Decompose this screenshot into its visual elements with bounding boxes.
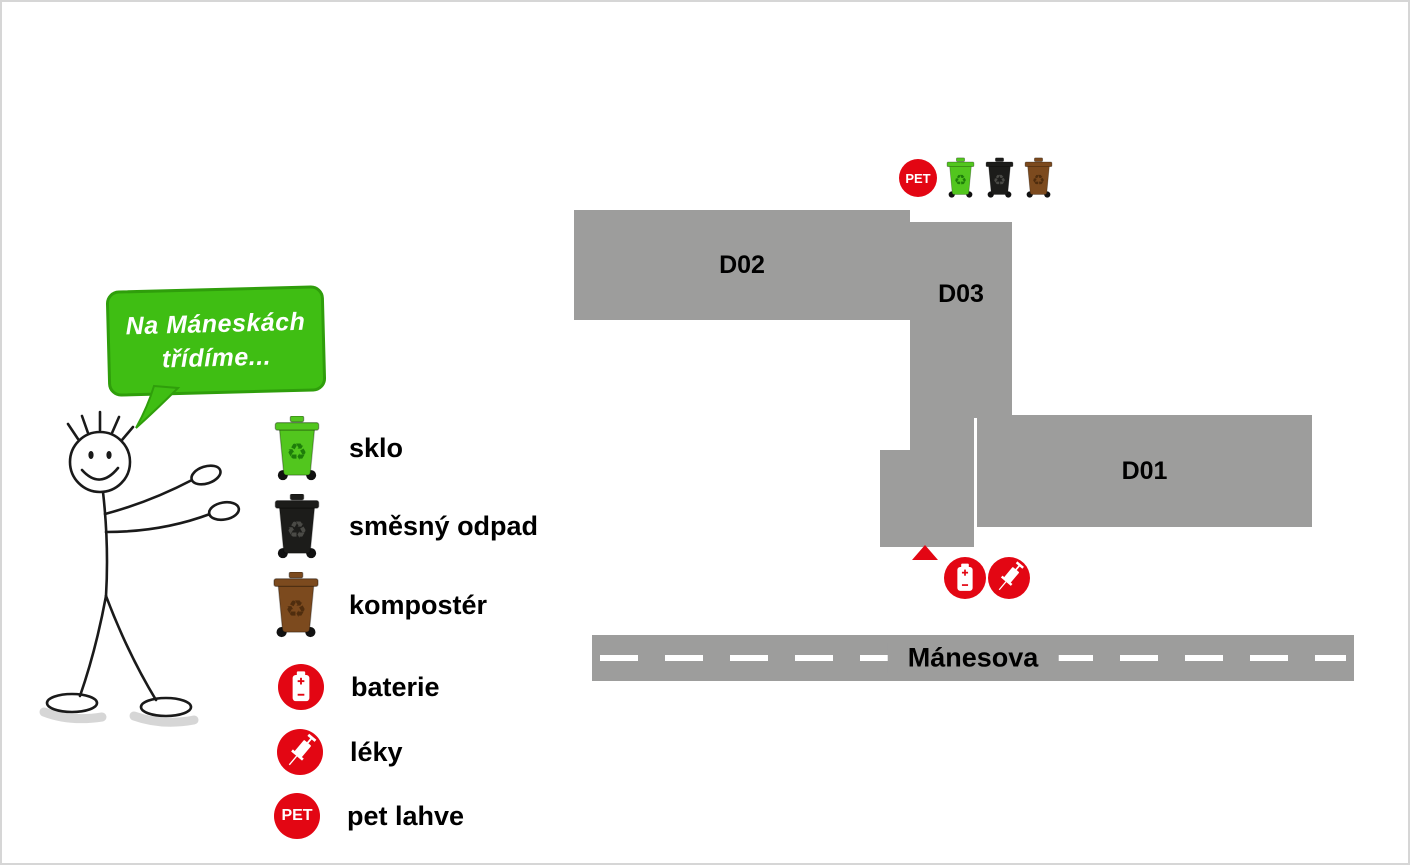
legend-item-komposter: kompostér: [270, 572, 487, 638]
building-d03-label: D03: [938, 280, 984, 308]
sorting-point-icons: PET: [899, 156, 1054, 200]
legend-item-sklo: sklo: [272, 416, 403, 481]
speech-bubble-line2: třídíme...: [161, 342, 272, 374]
stick-figure: [39, 410, 241, 727]
building-d02: D02: [574, 210, 910, 320]
battery-icon: [278, 664, 324, 710]
entrance-marker-triangle: [912, 545, 938, 560]
legend-label: pet lahve: [347, 800, 465, 831]
street-manesova: Mánesova: [592, 635, 1354, 681]
building-d03-wing: [880, 450, 974, 547]
speech-bubble-tail: [135, 384, 181, 429]
black-bin-icon: [272, 494, 322, 559]
legend-item-pet-lahve: PET pet lahve: [274, 793, 464, 839]
building-d01: D01: [977, 415, 1312, 527]
pet-icon: PET: [274, 793, 320, 839]
street-label: Mánesova: [887, 642, 1059, 674]
brown-bin-icon: [270, 572, 322, 638]
speech-bubble: Na Máneskách třídíme...: [105, 285, 327, 397]
speech-bubble-line1: Na Máneskách: [125, 307, 306, 341]
legend-label: směsný odpad: [349, 511, 539, 541]
legend-label: léky: [350, 736, 403, 767]
green-bin-icon: [945, 156, 976, 200]
pet-icon: PET: [899, 159, 937, 197]
syringe-icon: [988, 557, 1030, 599]
brown-bin-icon: [1023, 156, 1054, 200]
legend-item-baterie: baterie: [278, 664, 440, 710]
building-d01-label: D01: [1121, 456, 1168, 485]
legend-label: baterie: [351, 671, 440, 702]
black-bin-icon: [984, 156, 1015, 200]
green-bin-icon: [272, 416, 322, 481]
legend-label: kompostér: [349, 589, 488, 620]
building-d02-label: D02: [719, 250, 765, 279]
legend-item-smesny-odpad: směsný odpad: [272, 494, 538, 559]
legend-item-leky: léky: [277, 729, 403, 775]
syringe-icon: [277, 729, 323, 775]
legend-label: sklo: [349, 433, 404, 463]
battery-icon: [944, 557, 986, 599]
